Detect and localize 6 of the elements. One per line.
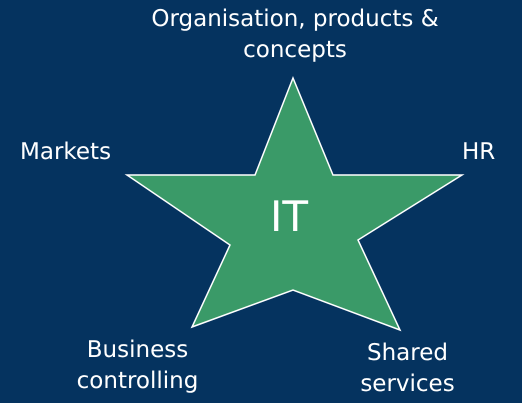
star-point-label: Shared services bbox=[359, 339, 456, 399]
star-point-label: Organisation, products & concepts bbox=[150, 5, 440, 65]
star-point-label: Business controlling bbox=[76, 336, 200, 396]
star-label: IT bbox=[270, 192, 308, 242]
star-point-label: HR bbox=[462, 138, 496, 167]
star-point-label: Markets bbox=[20, 138, 112, 167]
